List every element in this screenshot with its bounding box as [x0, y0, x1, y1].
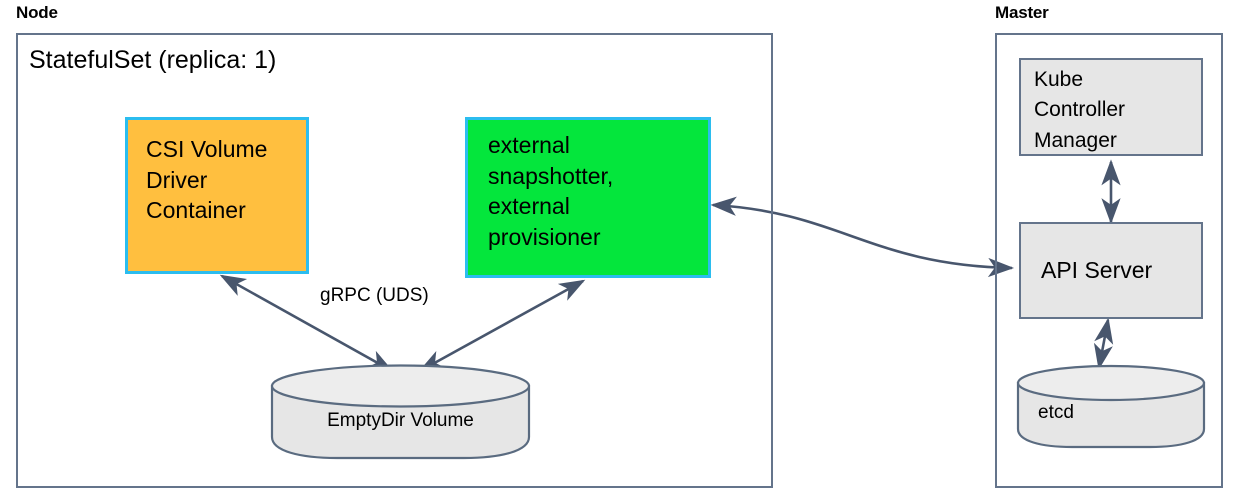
grpc-uds-label: gRPC (UDS)	[320, 285, 429, 306]
emptydir-volume-label: EmptyDir Volume	[327, 410, 474, 431]
csi-volume-driver-container-label: CSI Volume Driver Container	[146, 136, 268, 224]
api-server-label: API Server	[1041, 257, 1153, 284]
external-sidecars-container-label: external snapshotter, external provision…	[488, 132, 614, 250]
statefulset-title: StatefulSet (replica: 1)	[29, 46, 277, 74]
kube-controller-manager-box[interactable]: Kube Controller Manager	[1019, 58, 1203, 156]
master-group-box	[995, 33, 1223, 488]
api-server-box[interactable]: API Server	[1019, 222, 1203, 319]
etcd-label: etcd	[1038, 402, 1074, 423]
node-group-box	[16, 33, 773, 488]
master-group-label: Master	[995, 3, 1049, 22]
external-sidecars-container[interactable]: external snapshotter, external provision…	[465, 117, 711, 278]
csi-volume-driver-container[interactable]: CSI Volume Driver Container	[125, 117, 309, 274]
kube-controller-manager-label: Kube Controller Manager	[1034, 68, 1126, 152]
node-group-label: Node	[16, 3, 58, 22]
